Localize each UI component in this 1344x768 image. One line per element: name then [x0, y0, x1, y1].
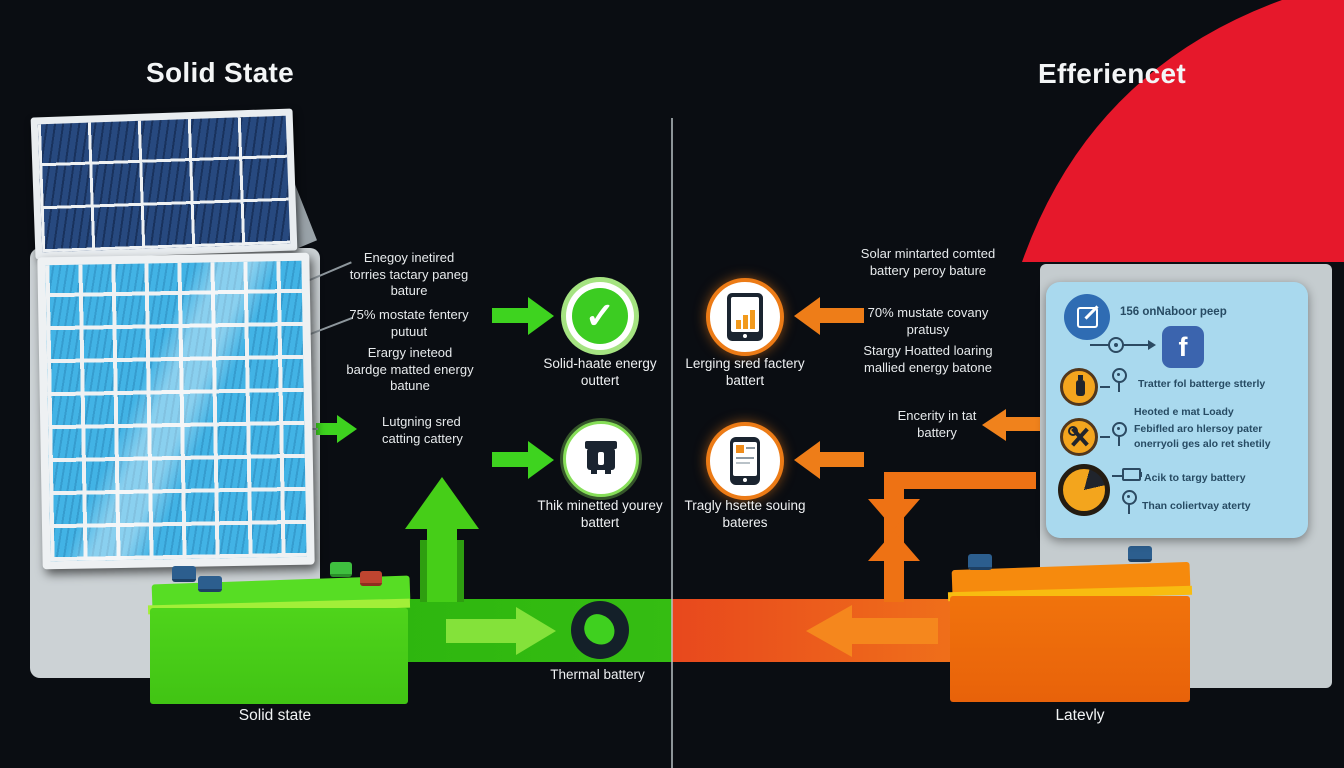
left-annotation-2: 75% mostate fentery putuut: [349, 307, 469, 339]
orange-battery: [950, 596, 1190, 702]
orange-arrow-shaft: [1006, 417, 1040, 431]
recycle-badge: [571, 601, 629, 659]
orange-left-arrow-icon: [794, 441, 820, 479]
green-up-arrow-icon: [405, 477, 479, 529]
facebook-icon: f: [1162, 326, 1204, 368]
green-arrow-shaft: [316, 423, 338, 435]
pin-icon: [1122, 490, 1137, 514]
green-battery-label: Solid state: [238, 707, 312, 724]
dash-line: [1100, 386, 1110, 388]
battery-terminal: [198, 576, 222, 592]
left-arrow-label: Lutgning sred catting cattery: [382, 414, 463, 446]
info-panel-row4a: Acik to targy battery: [1144, 472, 1246, 484]
green-right-arrow-icon: [528, 441, 554, 479]
orange-left-arrow-icon: [982, 409, 1006, 441]
center-divider: [671, 118, 673, 768]
solar-panel-gloss: [45, 260, 307, 562]
info-panel-row4b: Than coliertvay aterty: [1142, 500, 1251, 512]
crossed-tools-badge: [1060, 418, 1098, 456]
green-right-arrow-icon: [528, 297, 554, 335]
green-arrow-shaft: [492, 308, 530, 323]
orange-item-2-label: Tragly hsette souing bateres: [684, 498, 806, 530]
left-annotation-1: Enegoy inetired torries tactary paneg ba…: [349, 250, 469, 299]
band-orange-arrow-shaft: [850, 618, 938, 644]
info-panel-row3a: Heoted e mat Loady: [1134, 406, 1234, 418]
dash-line: [1100, 436, 1110, 438]
bottle-badge: [1060, 368, 1098, 406]
right-annotation-2: 70% mustate covany pratusy: [867, 305, 989, 337]
band-green-arrow-shaft: [446, 619, 518, 643]
section-title-right: Efferiencet: [1038, 58, 1187, 89]
green-item-2-label: Thik minetted yourey battert: [537, 498, 663, 530]
solar-panel-large: [37, 252, 315, 570]
battery-terminal: [968, 554, 992, 570]
pin-icon: [1112, 422, 1127, 446]
right-annotation-3: Stargy Hoatted loaring mallied energy ba…: [863, 343, 993, 375]
tablet-chart-icon: [727, 293, 763, 341]
orange-item-1-label: Lerging sred factery battert: [685, 356, 805, 388]
info-panel: 156 onNaboor peep f Tratter fol batterge…: [1046, 282, 1308, 538]
thermal-battery-badge: [563, 421, 639, 497]
phone-icon: [730, 437, 760, 485]
orange-pipe-horizontal: [884, 472, 1036, 489]
right-arrow-label: Encerity in tat battery: [897, 408, 977, 440]
band-label: Thermal battery: [550, 667, 645, 682]
orange-valve-up-icon: [868, 531, 920, 561]
document-chart-icon: [1064, 294, 1110, 340]
tablet-chart-badge: [706, 278, 784, 356]
green-item-1-label: Solid-haate energy outtert: [543, 356, 657, 388]
battery-terminal: [172, 566, 196, 582]
check-icon: ✓: [572, 288, 628, 344]
band-orange-arrow-icon: [806, 605, 852, 657]
solid-state-check-badge: ✓: [561, 277, 639, 355]
green-right-arrow-icon: [337, 415, 357, 443]
battery-terminal: [330, 562, 352, 577]
info-panel-row1: 156 onNaboor peep: [1120, 306, 1227, 318]
phone-badge: [706, 422, 784, 500]
band-green-arrow-icon: [516, 607, 556, 655]
green-arrow-shaft: [492, 452, 530, 467]
right-annotation-1: Solar mintarted comted battery peroy bat…: [860, 246, 996, 278]
connector-arrow-icon: [1148, 340, 1156, 350]
solar-panel-small: [30, 108, 298, 260]
container-battery-icon: [583, 441, 619, 477]
connector-node-icon: [1108, 337, 1124, 353]
dash-line: [1112, 475, 1122, 477]
orange-left-arrow-icon: [794, 297, 820, 335]
solar-cells-grid: [37, 115, 291, 253]
battery-terminal: [360, 571, 382, 586]
green-up-arrow-shaft: [427, 527, 457, 602]
orange-arrow-shaft: [820, 308, 864, 323]
recycle-icon: [580, 610, 619, 649]
orange-arrow-shaft: [820, 452, 864, 467]
bottle-icon: [1076, 380, 1085, 396]
info-panel-row3b: Febifled aro hlersoy pater: [1134, 423, 1263, 435]
left-annotation-3: Erargy ineteod bardge matted energy batu…: [346, 345, 474, 394]
pin-icon: [1112, 368, 1127, 392]
green-battery: [150, 608, 408, 704]
small-battery-icon: [1122, 468, 1142, 481]
orange-valve-down-icon: [868, 499, 920, 529]
pie-chart-icon: [1058, 464, 1110, 516]
battery-terminal: [1128, 546, 1152, 562]
section-title-left: Solid State: [146, 57, 294, 88]
orange-battery-label: Latevly: [1055, 707, 1105, 724]
info-panel-row3c: onerryoli ges alo ret shetily: [1134, 438, 1271, 450]
info-panel-row2: Tratter fol batterge stterly: [1138, 378, 1266, 390]
red-dome-shape: [1020, 0, 1344, 269]
